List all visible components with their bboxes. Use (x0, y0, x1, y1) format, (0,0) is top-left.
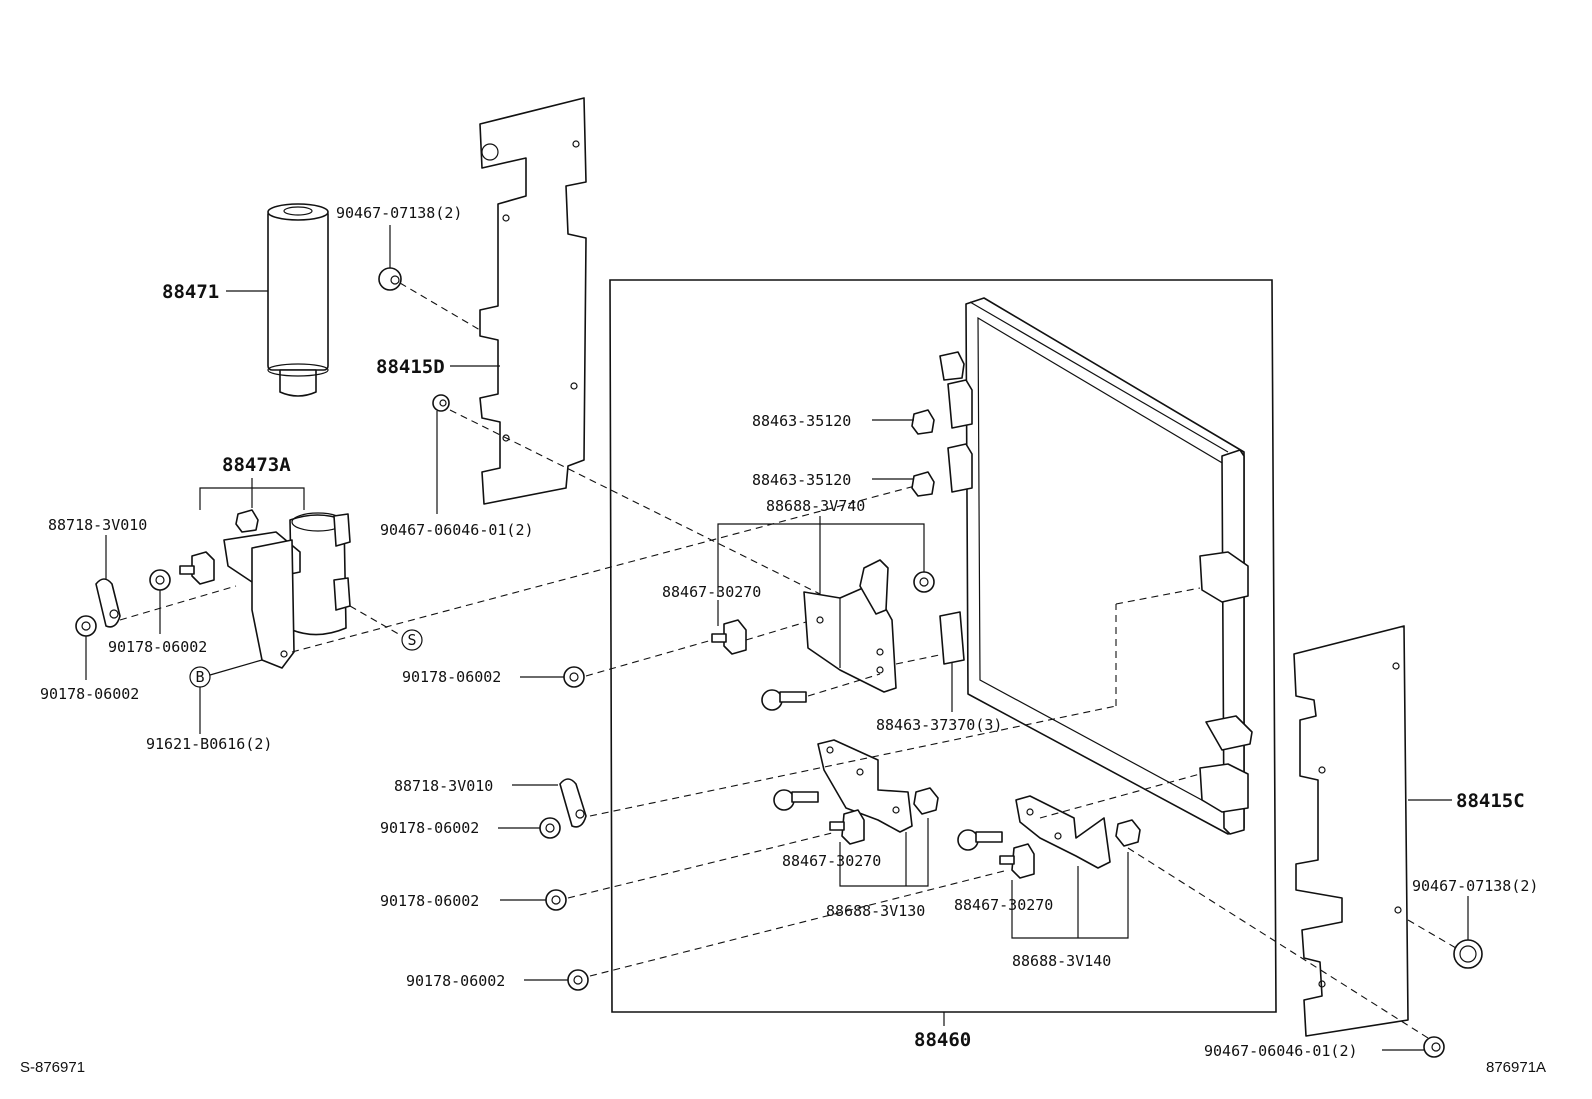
cushion-88473A-left[interactable] (179, 551, 215, 585)
cushion-88463-35120-b[interactable] (911, 471, 935, 497)
nut-3V130[interactable] (913, 787, 939, 815)
screw-mid[interactable] (761, 689, 807, 711)
seal-panel-88415C[interactable] (1293, 625, 1409, 1037)
label-88415D: 88415D (376, 356, 445, 378)
label-90467-07138-top: 90467-07138(2) (336, 204, 462, 222)
label-88467-30270-a: 88467-30270 (662, 583, 761, 601)
svg-text:S: S (407, 631, 416, 649)
clamp-88718-3V010-bottom[interactable] (559, 778, 587, 828)
cushion-88473A-top[interactable] (235, 509, 259, 533)
assembly-88460-box (609, 279, 1277, 1013)
label-90178-c: 90178-06002 (402, 668, 501, 686)
clip-90467-07138-top[interactable] (378, 267, 402, 291)
bolt-90178-06002-b[interactable] (75, 615, 97, 637)
label-88460: 88460 (914, 1029, 971, 1051)
label-90467-07138-right: 90467-07138(2) (1412, 877, 1538, 895)
label-91621: 91621-B0616(2) (146, 735, 272, 753)
screw-3V130[interactable] (773, 789, 819, 811)
clip-90467-06046-top[interactable] (432, 394, 450, 412)
label-88463-37370: 88463-37370(3) (876, 716, 1002, 734)
label-88463-35120-a: 88463-35120 (752, 412, 851, 430)
bracket-88473A[interactable] (223, 512, 351, 669)
label-88463-35120-b: 88463-35120 (752, 471, 851, 489)
condenser-tabs (939, 351, 1253, 813)
bracket-88688-3V140[interactable] (1015, 795, 1111, 869)
bracket-88688-3V130[interactable] (817, 739, 913, 833)
label-90178-f: 90178-06002 (406, 972, 505, 990)
bolt-90178-06002-e[interactable] (545, 889, 567, 911)
label-88467-30270-c: 88467-30270 (954, 896, 1053, 914)
svg-text:B: B (195, 668, 204, 686)
cushion-88463-35120-a[interactable] (911, 409, 935, 435)
footer-left-code: S-876971 (20, 1059, 85, 1076)
clamp-88718-3V010-top[interactable] (95, 578, 121, 628)
clip-90467-07138-right[interactable] (1453, 939, 1483, 969)
bolt-90178-06002-d[interactable] (539, 817, 561, 839)
clip-90467-06046-bottom[interactable] (1423, 1036, 1445, 1058)
footer-right-code: 876971A (1486, 1059, 1546, 1076)
seal-panel-88415D[interactable] (479, 97, 587, 505)
marker-s: S (401, 629, 423, 651)
label-88688-3V140: 88688-3V140 (1012, 952, 1111, 970)
screw-3V140[interactable] (957, 829, 1003, 851)
label-90467-06046-bottom: 90467-06046-01(2) (1204, 1042, 1358, 1060)
nut-88688-3V740[interactable] (913, 571, 935, 593)
label-88471: 88471 (162, 281, 219, 303)
label-88718-top: 88718-3V010 (48, 516, 147, 534)
cushion-88467-30270-a[interactable] (711, 619, 747, 655)
bracket-88688-3V740[interactable] (803, 559, 897, 693)
label-88473A: 88473A (222, 454, 291, 476)
cushion-88467-30270-b[interactable] (829, 809, 865, 845)
receiver-dryer-88471[interactable] (267, 203, 329, 397)
label-90467-06046-top: 90467-06046-01(2) (380, 521, 534, 539)
label-88467-30270-b: 88467-30270 (782, 852, 881, 870)
label-88415C: 88415C (1456, 790, 1525, 812)
marker-b: B (189, 666, 211, 688)
label-88688-3V130: 88688-3V130 (826, 902, 925, 920)
cushion-88467-30270-c[interactable] (999, 843, 1035, 879)
bolt-90178-06002-f[interactable] (567, 969, 589, 991)
label-90178-d: 90178-06002 (380, 819, 479, 837)
bolt-90178-06002-c[interactable] (563, 666, 585, 688)
label-90178-b: 90178-06002 (40, 685, 139, 703)
nut-3V140[interactable] (1115, 819, 1141, 847)
label-90178-a: 90178-06002 (108, 638, 207, 656)
label-90178-e: 90178-06002 (380, 892, 479, 910)
label-88718-bottom: 88718-3V010 (394, 777, 493, 795)
label-88688-3V740: 88688-3V740 (766, 497, 865, 515)
bolt-90178-06002-a[interactable] (149, 569, 171, 591)
